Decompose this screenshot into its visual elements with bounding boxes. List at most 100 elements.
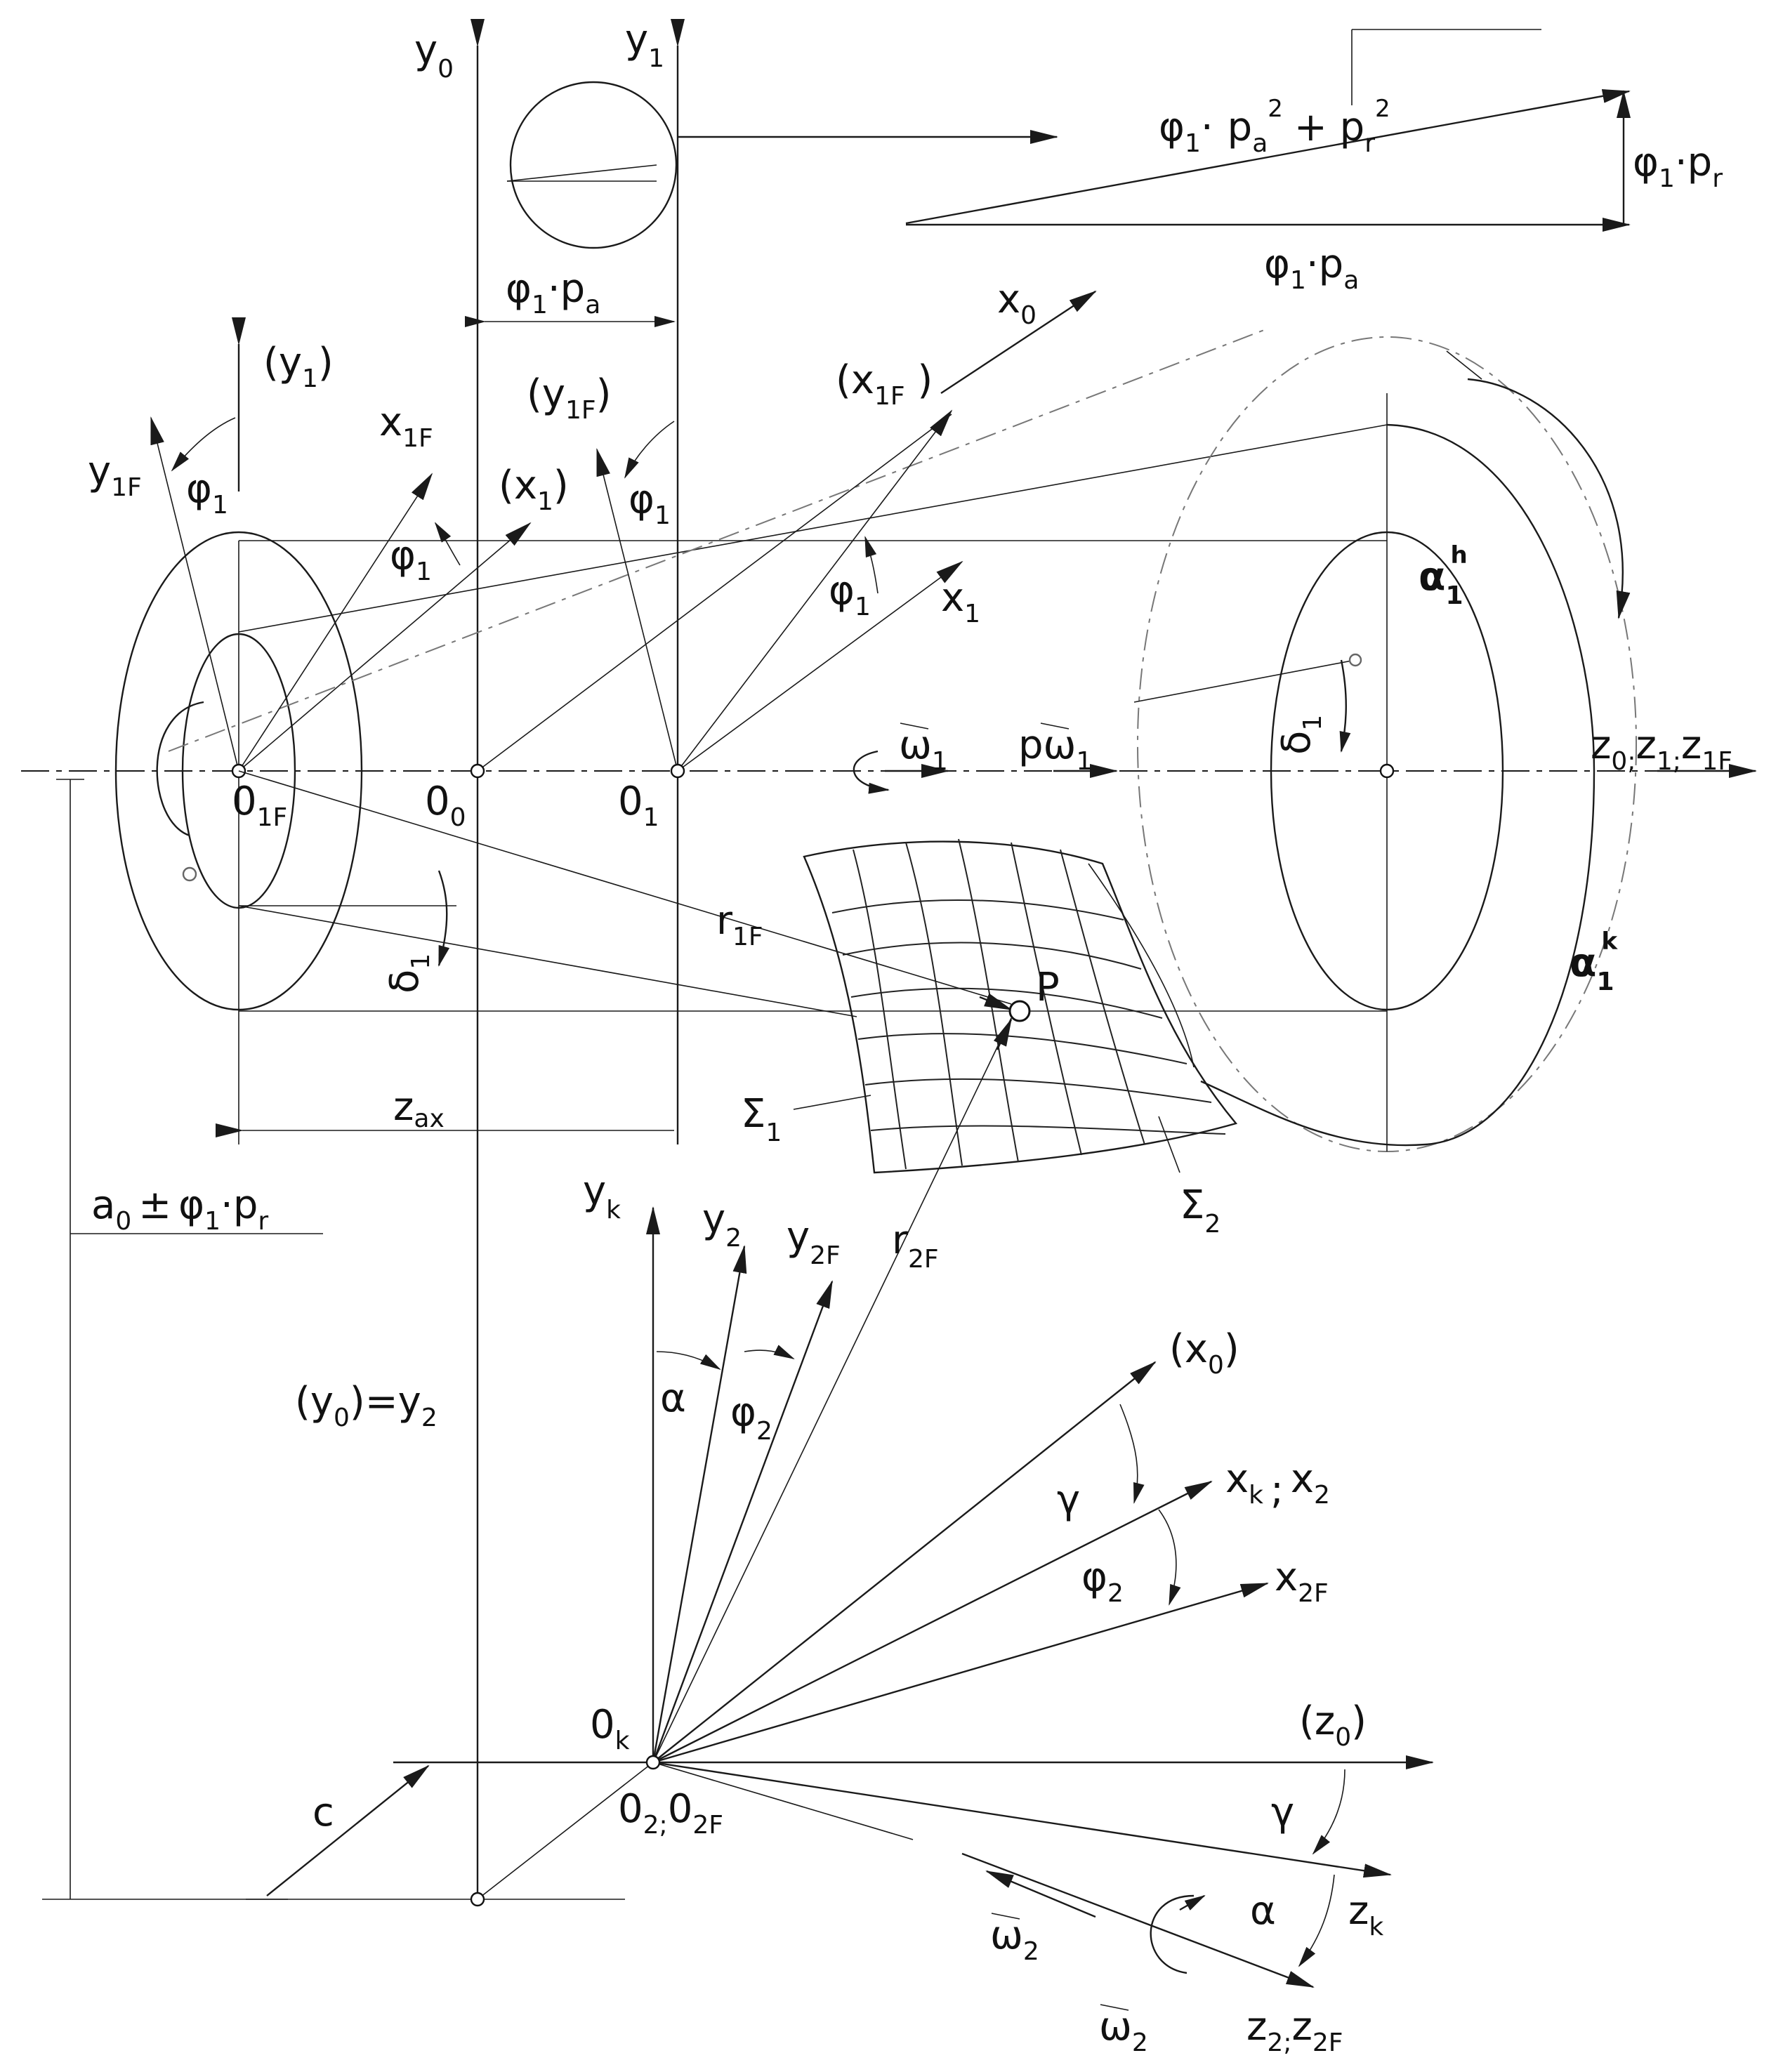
right-small-point [1348,653,1362,667]
label-z0-paren: (z0) [1299,1698,1367,1752]
xk-axis [652,1480,1213,1764]
x1F-ray [238,473,433,772]
r2F-line [652,1017,1012,1763]
x1F-paren-ray [677,409,953,772]
label-phi1pr: φ1·pr [1633,140,1723,193]
label-alpha-top: α [660,1375,686,1421]
label-x0: x0 [997,277,1037,330]
alpha-arc [656,1351,721,1371]
label-z-axis: z0;z1;z1F [1591,722,1732,776]
cone-lower [238,905,857,1017]
x0-arrow [940,290,1097,395]
label-alpha-bottom: α [1250,1888,1276,1934]
label-c: c [312,1790,334,1835]
label-r1F: r1F [716,898,763,951]
left-end-ellipse [114,531,363,1011]
o0-ray [477,414,952,772]
omega2-arc [1150,1894,1195,1974]
label-pomega1: pω1 [1018,722,1092,776]
label-x1-paren: (x1) [499,463,569,516]
label-phi1-b: φ1 [390,533,432,586]
label-y0: y0 [414,27,454,84]
rotation-arrow [1467,378,1631,619]
sigma2-leader [1158,1116,1180,1173]
label-O1: 01 [618,779,659,832]
label-O1F: 01F [232,779,287,832]
label-alpha1k: α1k [1570,928,1619,996]
omega2b-bar [1100,2004,1129,2011]
section-circle [509,81,678,249]
x0-paren-axis [652,1361,1157,1763]
label-yk: yk [583,1168,621,1225]
zk-axis [652,1761,1392,1878]
label-phi2-right: φ2 [1081,1555,1124,1608]
gamma-arc-bottom [1312,1769,1346,1855]
delta-left-arc [437,870,450,967]
label-phi1pa-right: φ1·pa [1264,242,1359,295]
x1-ray [677,560,963,772]
omega1-bar [900,722,929,730]
phi1-arc-mid [434,522,461,566]
x1-paren-ray [238,522,532,772]
omega1-arc [853,750,890,794]
y2-axis [652,1245,747,1763]
right-center-point [1379,763,1395,779]
phi1-arc-x1 [864,536,879,594]
label-omega1: ω1 [899,722,948,776]
label-omega2-b: ω2 [1099,2004,1148,2057]
label-xk-x2: xk;x2 [1225,1456,1330,1513]
label-r2F: r2F [892,1218,939,1274]
label-sigma1: Σ1 [741,1091,782,1147]
r1F-line [238,770,1012,1005]
sqrt-bar [1351,29,1541,105]
cone-upper [238,424,1388,633]
label-phi1-c: φ1 [629,477,671,530]
label-z2-z2F: z2;z2F [1246,2004,1343,2057]
label-y0-eq-y2: (y0)=y2 [295,1379,437,1432]
ok-to-o0 [477,1762,654,1900]
label-P: P [1036,965,1060,1010]
y2F-axis [652,1280,834,1763]
label-x1: x1 [941,575,980,628]
label-x0-paren: (x0) [1169,1326,1239,1380]
omega2a-bar [991,1913,1020,1920]
left-small-point [182,866,197,882]
label-phi1pa-mid: φ1·pa [506,266,600,319]
label-y1F: y1F [88,449,142,502]
label-zax: zax [393,1084,445,1133]
o1-point [670,763,685,779]
label-O2-O2F: 02;02F [618,1786,723,1840]
label-y1-paren: (y1) [263,340,334,393]
omega2-arc-head [1179,1894,1206,1911]
r1F-arrow [979,993,1013,1011]
label-alpha1h: α1h [1419,541,1468,610]
label-a0: a0±φ1·pr [91,1182,268,1236]
label-y2F: y2F [787,1214,841,1270]
right-outer-arc [1200,423,1596,1147]
label-phi2-top: φ2 [730,1390,772,1446]
label-zk: zk [1348,1888,1383,1941]
left-rotation-arc [156,701,204,837]
vector-hyp [905,88,1631,225]
y1F-paren-ray [596,448,678,772]
label-Ok: 0k [590,1702,630,1755]
x2F-axis [652,1582,1269,1764]
phi1-arc-top [171,417,236,472]
label-y1: y1 [625,17,664,73]
ok-point [645,1755,661,1770]
phi2-arc-right [1158,1509,1181,1606]
omega2-arrow [985,1870,1096,1918]
surface-grid [803,838,1238,1174]
label-gamma-top: γ [1057,1477,1080,1523]
delta-right-line [1133,659,1356,703]
label-phi1-d: φ1 [829,568,871,621]
label-x2F: x2F [1275,1555,1329,1608]
label-x1F-paren: (x1F ) [836,357,933,411]
y1F-ray [150,416,239,772]
point-p [1008,1000,1031,1022]
label-x1F: x1F [379,400,433,453]
c-arrow [266,1764,430,1896]
label-gamma-bottom: γ [1271,1790,1294,1835]
